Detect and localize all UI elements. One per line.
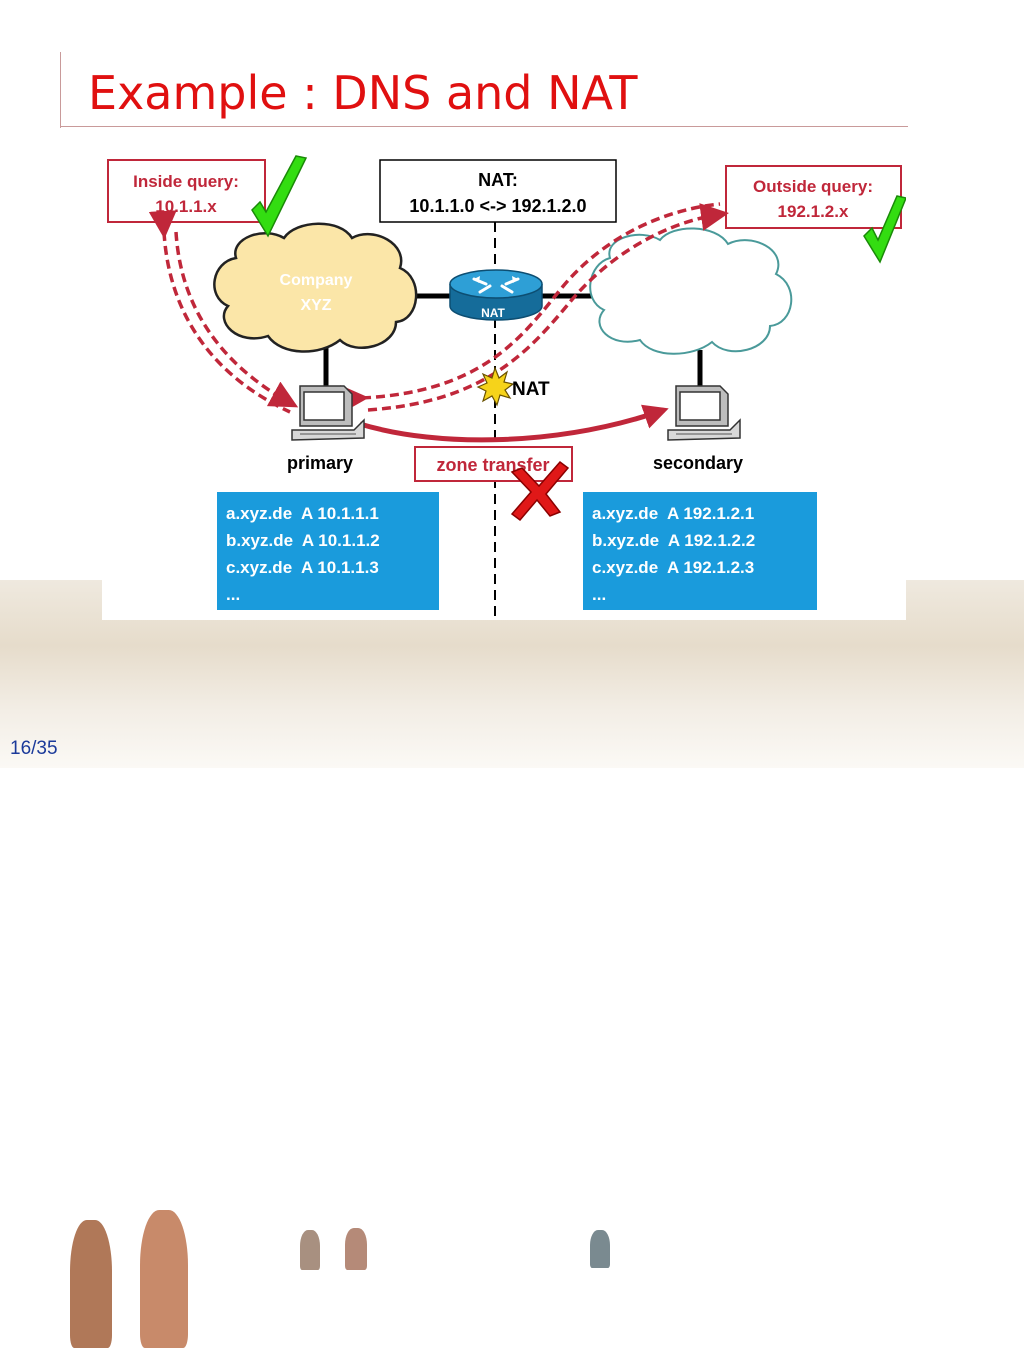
slide-page-number: 16/35 bbox=[10, 738, 58, 759]
nat-explosion-icon bbox=[476, 366, 515, 407]
outside-query-line1: Outside query: bbox=[753, 177, 873, 196]
outside-query-line2: 192.1.2.x bbox=[778, 202, 849, 221]
inside-query-line1: Inside query: bbox=[133, 172, 239, 191]
company-cloud-line1: Company bbox=[280, 272, 353, 289]
secondary-record-more: ... bbox=[592, 585, 606, 604]
outside-cloud bbox=[589, 227, 793, 355]
outside-query-box bbox=[725, 165, 902, 229]
inside-check-icon bbox=[251, 155, 308, 238]
zone-transfer-cross-icon bbox=[510, 460, 570, 522]
primary-records-box bbox=[217, 492, 439, 610]
outside-check-icon bbox=[863, 195, 908, 264]
company-cloud-line2: XYZ bbox=[300, 297, 331, 314]
zone-transfer-box bbox=[414, 446, 573, 482]
diagram-area: Company XYZ NAT NAT: 10.1.1.0 <-> 192.1.… bbox=[102, 148, 908, 620]
inside-query-arrow bbox=[148, 210, 299, 414]
inside-query-box bbox=[107, 159, 266, 223]
nat-router-icon bbox=[449, 269, 543, 321]
router-label: NAT bbox=[481, 306, 505, 320]
title-rule-vertical bbox=[60, 52, 61, 128]
person-figure bbox=[300, 1230, 320, 1270]
slide-title: Example : DNS and NAT bbox=[88, 66, 638, 120]
primary-record-1: a.xyz.de A 10.1.1.1 bbox=[226, 504, 379, 523]
primary-record-2: b.xyz.de A 10.1.1.2 bbox=[226, 531, 380, 550]
primary-record-3: c.xyz.de A 10.1.1.3 bbox=[226, 558, 379, 577]
secondary-label: secondary bbox=[653, 453, 743, 473]
nat-marker-label: NAT bbox=[512, 379, 550, 400]
primary-label: primary bbox=[287, 453, 353, 473]
primary-server-icon bbox=[291, 385, 365, 441]
person-figure bbox=[140, 1210, 188, 1348]
person-figure bbox=[70, 1220, 112, 1348]
primary-record-more: ... bbox=[226, 585, 240, 604]
zone-transfer-label: zone transfer bbox=[436, 455, 549, 475]
nat-table-line2: 10.1.1.0 <-> 192.1.2.0 bbox=[409, 196, 586, 216]
person-figure bbox=[345, 1228, 367, 1270]
secondary-server-icon bbox=[667, 385, 741, 441]
nat-table-line1: NAT: bbox=[478, 170, 518, 190]
secondary-record-2: b.xyz.de A 192.1.2.2 bbox=[592, 531, 755, 550]
company-cloud bbox=[213, 222, 418, 353]
outside-query-arrow bbox=[340, 202, 729, 414]
secondary-record-1: a.xyz.de A 192.1.2.1 bbox=[592, 504, 754, 523]
title-rule-horizontal bbox=[60, 126, 908, 127]
person-figure bbox=[590, 1230, 610, 1268]
inside-query-line2: 10.1.1.x bbox=[155, 197, 217, 216]
secondary-records-box bbox=[583, 492, 817, 610]
secondary-record-3: c.xyz.de A 192.1.2.3 bbox=[592, 558, 754, 577]
network-diagram: Company XYZ NAT NAT: 10.1.1.0 <-> 192.1.… bbox=[107, 155, 908, 620]
zone-transfer-arrow bbox=[359, 404, 669, 443]
nat-table-box bbox=[379, 159, 617, 223]
